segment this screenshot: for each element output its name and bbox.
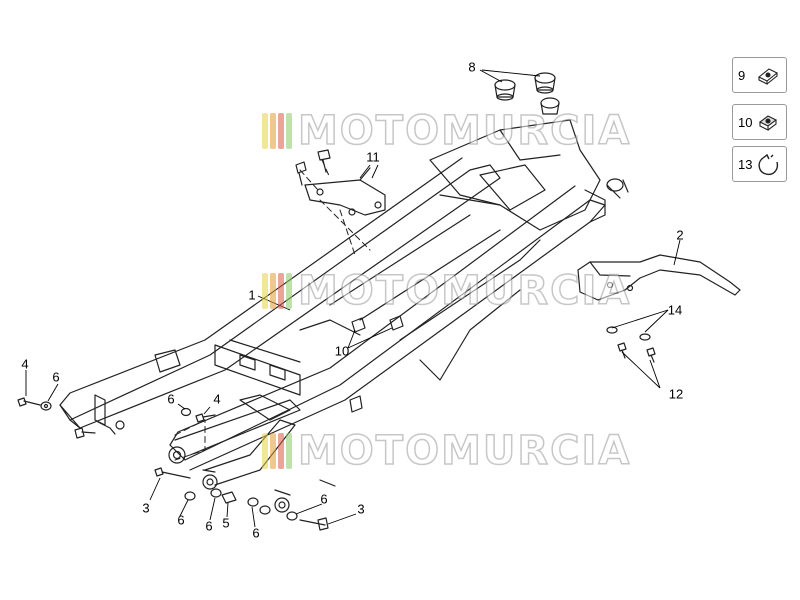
callout-8: 8 bbox=[468, 59, 476, 75]
legend-item-13: 13 bbox=[732, 146, 787, 182]
legend-item-10: 10 bbox=[732, 104, 787, 140]
callout-10: 10 bbox=[334, 343, 350, 359]
right-fasteners bbox=[606, 326, 656, 363]
callout-5: 5 bbox=[222, 515, 230, 531]
rear-stop bbox=[606, 178, 629, 199]
callout-3-right: 3 bbox=[357, 501, 365, 517]
legend-item-9: 9 bbox=[732, 57, 787, 93]
legend-number: 10 bbox=[738, 115, 753, 130]
rubber-buffers bbox=[494, 72, 560, 115]
left-fasteners bbox=[17, 397, 125, 439]
legend-number: 9 bbox=[738, 68, 746, 83]
middle-fasteners bbox=[180, 407, 216, 423]
callout-2: 2 bbox=[676, 227, 684, 243]
leader-lines bbox=[25, 69, 681, 528]
callout-6-bottom-3: 6 bbox=[252, 525, 260, 541]
square-nut-icon bbox=[758, 115, 778, 131]
callout-3-left: 3 bbox=[142, 500, 150, 516]
callout-6-bottom-2: 6 bbox=[205, 518, 213, 534]
callout-1: 1 bbox=[248, 287, 256, 303]
bottom-fasteners bbox=[154, 467, 329, 531]
callout-14: 14 bbox=[667, 302, 683, 318]
cable-tie-icon bbox=[758, 153, 779, 176]
legend-number: 13 bbox=[738, 157, 753, 172]
callout-6-middle: 6 bbox=[167, 391, 175, 407]
rear-bracket bbox=[577, 254, 741, 301]
rear-subframe bbox=[59, 119, 606, 513]
callout-12: 12 bbox=[668, 386, 684, 402]
bracket-screws bbox=[295, 149, 331, 186]
callout-4-left: 4 bbox=[21, 356, 29, 372]
callout-6-left: 6 bbox=[52, 369, 60, 385]
callout-6-bottom-4: 6 bbox=[320, 491, 328, 507]
upper-bracket bbox=[304, 167, 386, 216]
clip-nut-icon bbox=[757, 68, 779, 85]
callout-4-middle: 4 bbox=[213, 391, 221, 407]
callout-6-bottom-1: 6 bbox=[177, 512, 185, 528]
callout-11: 11 bbox=[366, 149, 380, 165]
square-nuts bbox=[351, 315, 404, 333]
